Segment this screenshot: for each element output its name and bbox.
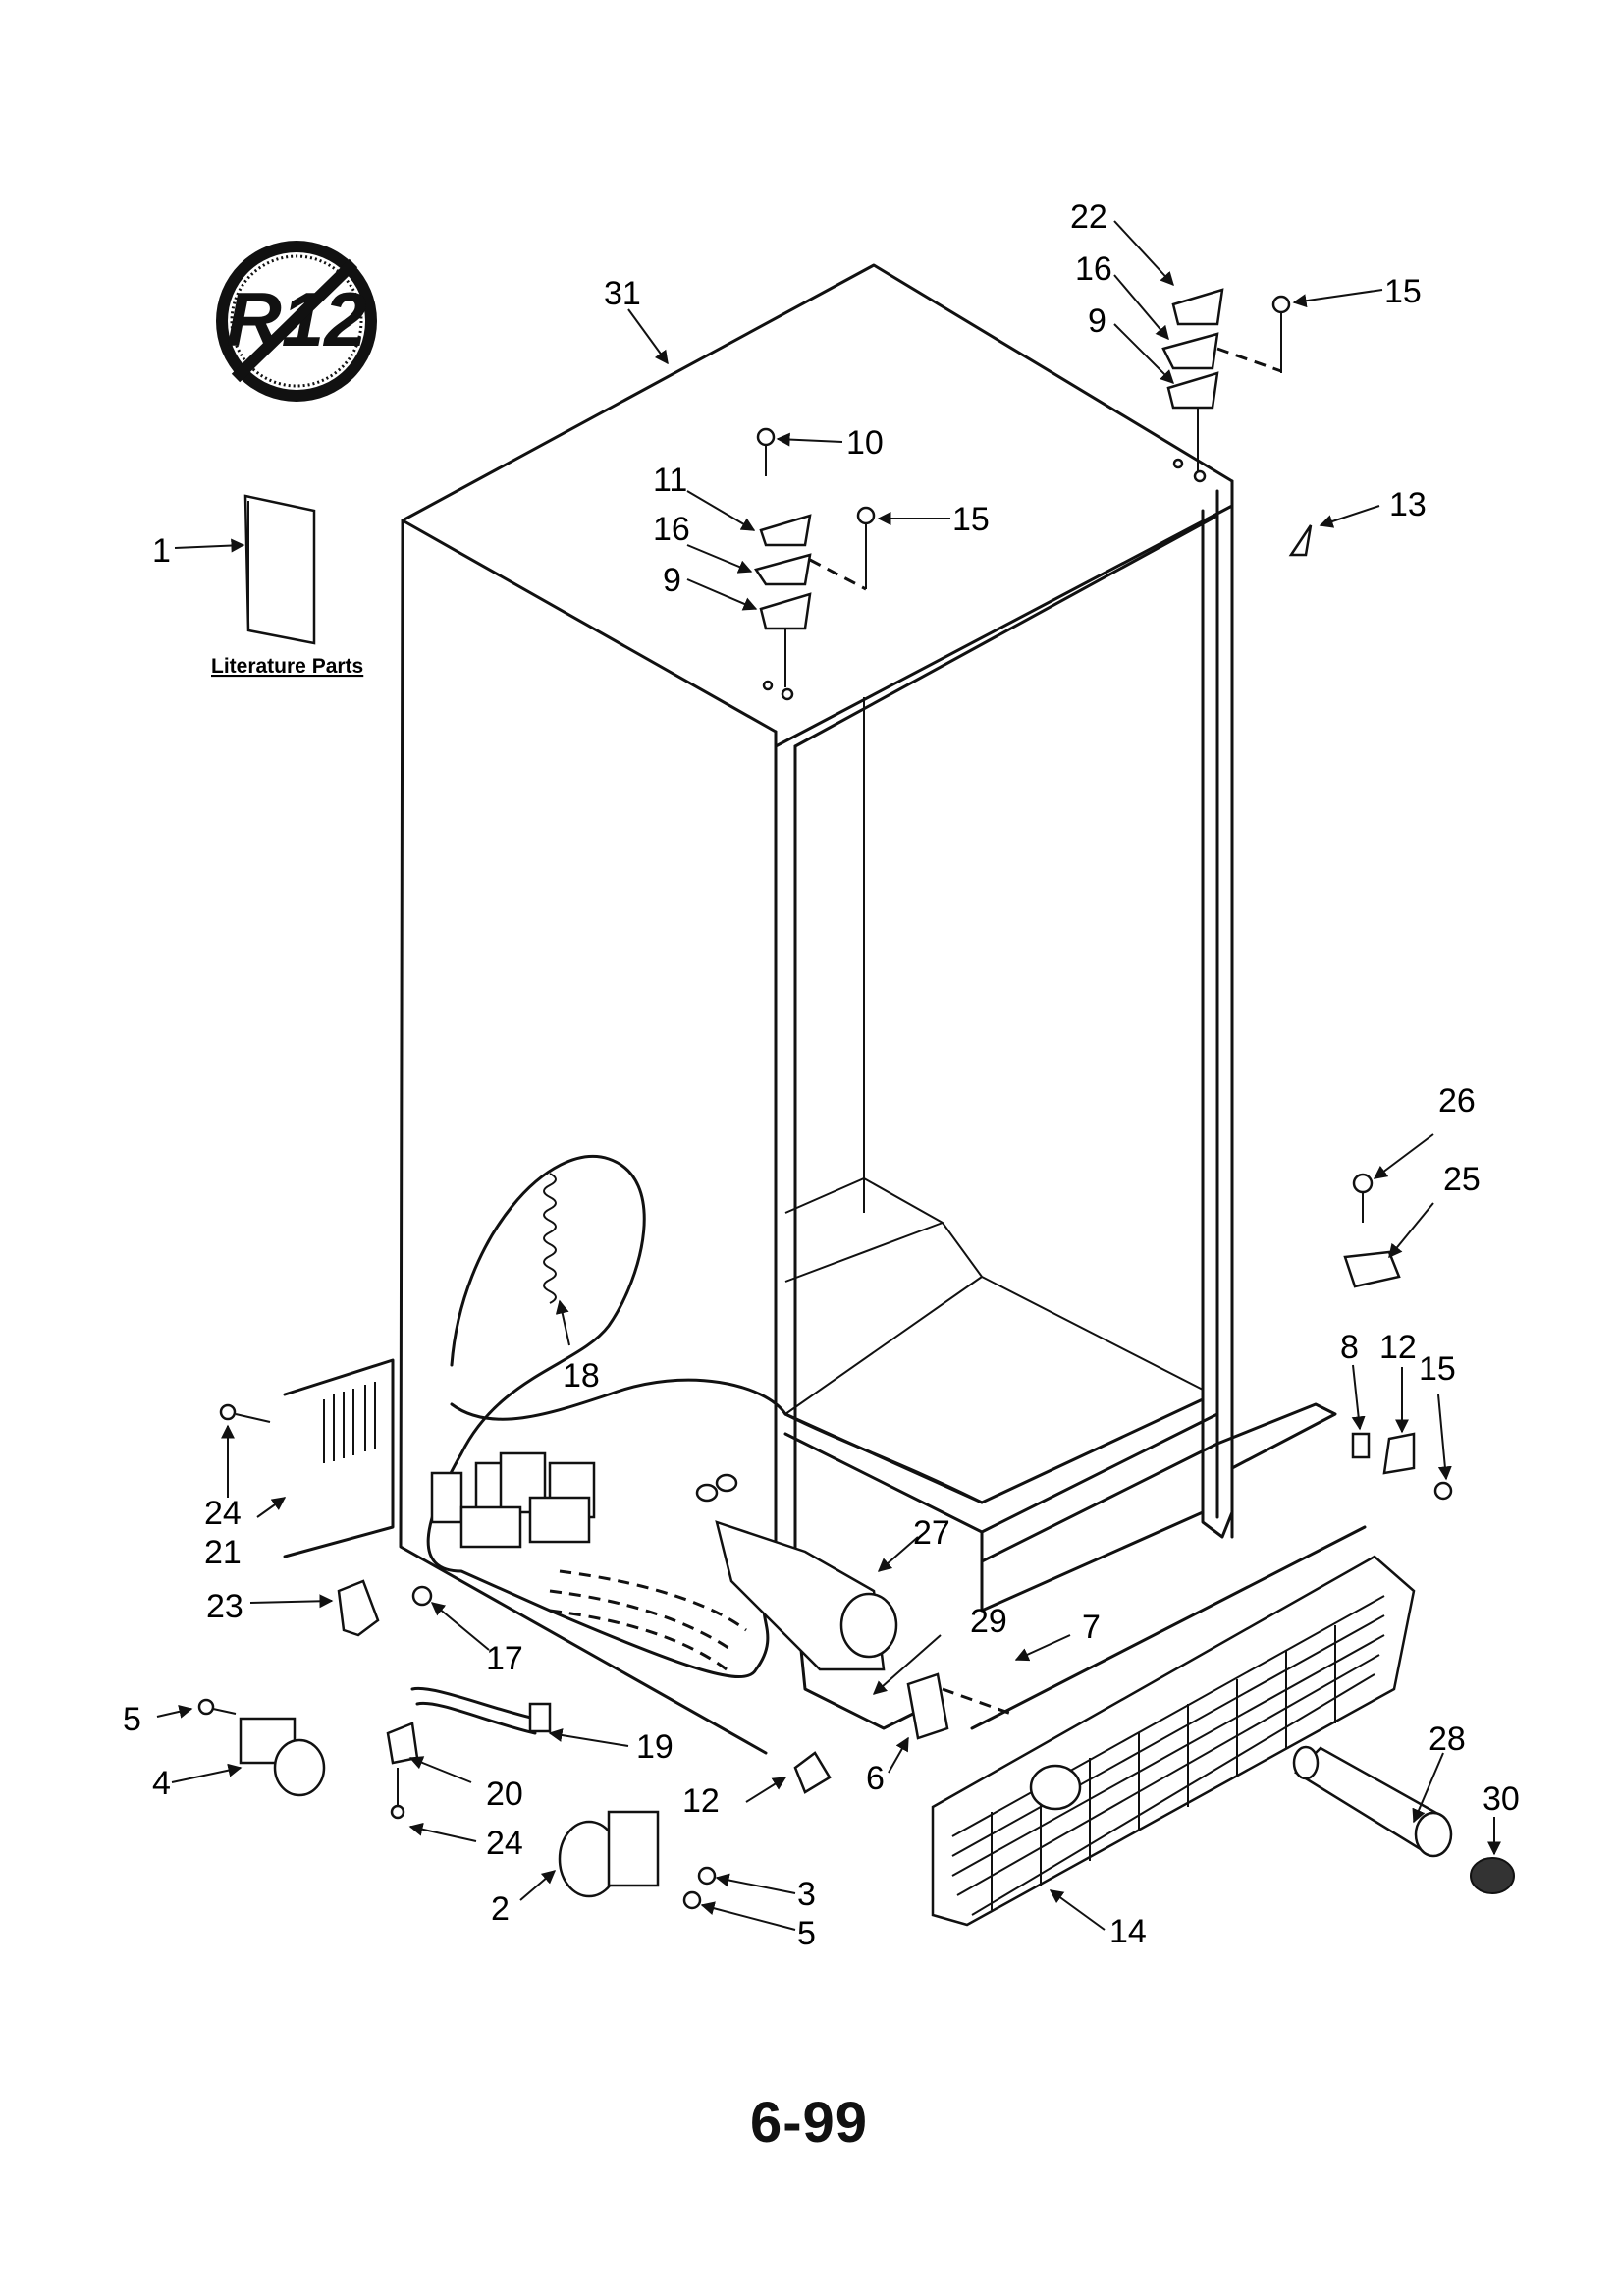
callout-12-bottom: 12 <box>682 1782 720 1820</box>
callout-11: 11 <box>653 462 687 499</box>
callout-arrows <box>156 220 1501 1931</box>
page-number: 6-99 <box>749 2091 869 2155</box>
callout-labels: 1 31 22 16 15 9 10 11 16 15 9 13 26 25 8… <box>123 198 1520 1952</box>
callout-19: 19 <box>636 1728 674 1766</box>
callout-7: 7 <box>1082 1609 1101 1646</box>
callout-1: 1 <box>152 532 171 570</box>
callout-29: 29 <box>970 1603 1007 1640</box>
callout-9-center: 9 <box>663 562 681 599</box>
bracket-23 <box>337 1579 433 1637</box>
spring-part-18 <box>543 1173 557 1304</box>
callout-14: 14 <box>1109 1913 1147 1950</box>
right-bracket-8-12 <box>1351 1432 1453 1501</box>
callout-18: 18 <box>563 1357 600 1394</box>
callout-26: 26 <box>1438 1082 1476 1120</box>
callout-21: 21 <box>204 1534 242 1571</box>
no-r12-logo: R12 <box>216 241 377 402</box>
callout-15-center: 15 <box>952 501 990 538</box>
callout-16-right: 16 <box>1075 250 1112 288</box>
callout-5-left: 5 <box>123 1701 141 1738</box>
cap-30 <box>1470 1857 1515 1894</box>
callout-12-right: 12 <box>1379 1329 1417 1366</box>
bracket-6 <box>906 1672 1012 1740</box>
roller-4 <box>197 1698 326 1797</box>
center-hinge-assembly <box>753 427 876 701</box>
callout-3: 3 <box>797 1876 816 1913</box>
callout-13: 13 <box>1389 486 1427 523</box>
callout-5-bottom: 5 <box>797 1915 816 1952</box>
callout-24-left: 24 <box>204 1495 242 1532</box>
callout-9-right: 9 <box>1088 302 1106 340</box>
cutaway-section <box>426 1155 984 1678</box>
callout-31: 31 <box>604 275 641 312</box>
literature-caption: Literature Parts <box>211 655 363 678</box>
callout-24-bottom: 24 <box>486 1825 523 1862</box>
callout-4: 4 <box>152 1765 171 1802</box>
drain-tube-27 <box>695 1473 898 1671</box>
callout-8: 8 <box>1340 1329 1359 1366</box>
callout-20: 20 <box>486 1776 523 1813</box>
callout-27: 27 <box>913 1514 950 1552</box>
callout-17: 17 <box>486 1640 523 1677</box>
clip-12-bottom <box>793 1751 832 1794</box>
callout-23: 23 <box>206 1588 243 1625</box>
callout-15-right: 15 <box>1419 1350 1456 1388</box>
filter-28 <box>1292 1745 1453 1858</box>
callout-6: 6 <box>866 1760 885 1797</box>
callout-25: 25 <box>1443 1161 1481 1198</box>
callout-28: 28 <box>1429 1721 1466 1758</box>
callout-22: 22 <box>1070 198 1107 236</box>
roller-2 <box>558 1810 717 1910</box>
callout-30: 30 <box>1483 1780 1520 1818</box>
tube-19-20 <box>386 1686 552 1820</box>
control-components <box>430 1451 596 1549</box>
literature-parts <box>243 494 316 645</box>
grille-14 <box>931 1525 1416 1927</box>
right-hinge-assembly <box>1161 288 1313 557</box>
bracket-25-26 <box>1343 1173 1401 1288</box>
callout-2: 2 <box>491 1890 510 1928</box>
side-bracket-21 <box>219 1358 395 1558</box>
callout-15-top: 15 <box>1384 273 1422 310</box>
callout-16-center: 16 <box>653 511 690 548</box>
callout-10: 10 <box>846 424 884 462</box>
